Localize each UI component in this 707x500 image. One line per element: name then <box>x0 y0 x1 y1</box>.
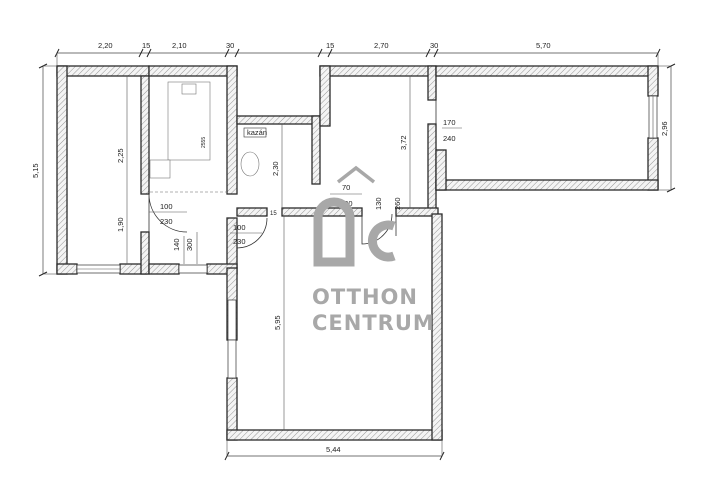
dim-hall-3: 100 <box>233 223 246 232</box>
dim-room3-w3: 130 <box>374 197 383 210</box>
dim-room1-lower: 1,90 <box>116 217 125 232</box>
wall-room3-divider <box>427 65 437 101</box>
dim-top-7: 30 <box>430 41 438 50</box>
wall-main-right <box>431 213 443 441</box>
dim-top-8: 5,70 <box>536 41 551 50</box>
bathtub <box>167 81 211 161</box>
wall-room3-divider-lower <box>427 123 437 215</box>
window-main-1 <box>227 299 237 341</box>
wall-room3-top <box>319 65 436 77</box>
door-room1 <box>148 193 188 233</box>
wall-room3-left <box>319 65 331 127</box>
dim-wall-15: 15 <box>270 211 277 217</box>
wall-wc-top <box>236 115 321 125</box>
dim-top-2: 15 <box>142 41 150 50</box>
watermark-line1: OTTHON <box>312 285 418 309</box>
dim-hall-2: 230 <box>160 217 173 226</box>
wall-room1-right <box>140 75 150 195</box>
dim-room3-h: 3,72 <box>399 135 408 150</box>
wall-room4-bottom <box>435 179 659 191</box>
dim-top-5: 15 <box>326 41 334 50</box>
dim-hall-h1: 140 <box>172 238 181 251</box>
watermark-logo-c <box>368 220 396 262</box>
watermark-logo-mark <box>313 197 355 267</box>
wall-room4-right-top <box>647 65 659 97</box>
dim-hall-h2: 300 <box>185 238 194 251</box>
dim-main-h: 5,95 <box>273 315 282 330</box>
wall-room1-top <box>56 65 150 77</box>
dim-room4-b: 240 <box>443 134 456 143</box>
toilet <box>240 151 260 177</box>
wall-partition-h-right <box>395 207 439 217</box>
window-bath <box>178 264 208 274</box>
wall-bath-top <box>148 65 238 77</box>
wall-room1-bottom-left <box>56 263 78 275</box>
fixtures: kazán 2555 <box>149 81 267 193</box>
wall-room4-left-lower <box>435 149 447 191</box>
dim-bottom: 5,44 <box>326 445 341 454</box>
door-hall <box>236 217 268 249</box>
dim-top-4: 30 <box>226 41 234 50</box>
window-main-2 <box>227 339 237 379</box>
bath-code: 2555 <box>201 137 207 148</box>
wall-partition-h-left <box>236 207 268 217</box>
dim-room3-w4: 260 <box>393 197 402 210</box>
dim-wc-h: 2,30 <box>271 161 280 176</box>
kazan-label-box <box>243 127 267 138</box>
wall-wc-right <box>311 115 321 185</box>
wall-room1-left <box>56 65 68 275</box>
bath-tap <box>181 83 197 95</box>
dim-top-6: 2,70 <box>374 41 389 50</box>
dim-room4-a: 170 <box>443 118 456 127</box>
dim-left: 5,15 <box>31 163 40 178</box>
kazan-label: kazán <box>247 128 267 137</box>
windows <box>76 95 658 379</box>
walls <box>56 65 659 441</box>
dim-room3-w1: 70 <box>342 183 350 192</box>
dim-right: 2,96 <box>660 121 669 136</box>
wall-main-bottom <box>226 429 443 441</box>
wall-room1-right-lower <box>140 231 150 275</box>
wall-hall-bottom <box>148 263 180 275</box>
wall-room4-top <box>435 65 659 77</box>
dim-top-3: 2,10 <box>172 41 187 50</box>
sink <box>149 159 171 179</box>
watermark-line2: CENTRUM <box>312 311 435 335</box>
watermark: OTTHON CENTRUM <box>312 165 435 335</box>
dim-hall-4: 230 <box>233 237 246 246</box>
top-ticks <box>54 48 661 58</box>
dim-room1-upper: 2,25 <box>116 148 125 163</box>
door-room3 <box>361 213 393 245</box>
doors <box>148 100 437 249</box>
dim-top-1: 2,20 <box>98 41 113 50</box>
wall-bath-right <box>226 65 238 195</box>
dim-hall-1: 100 <box>160 202 173 211</box>
